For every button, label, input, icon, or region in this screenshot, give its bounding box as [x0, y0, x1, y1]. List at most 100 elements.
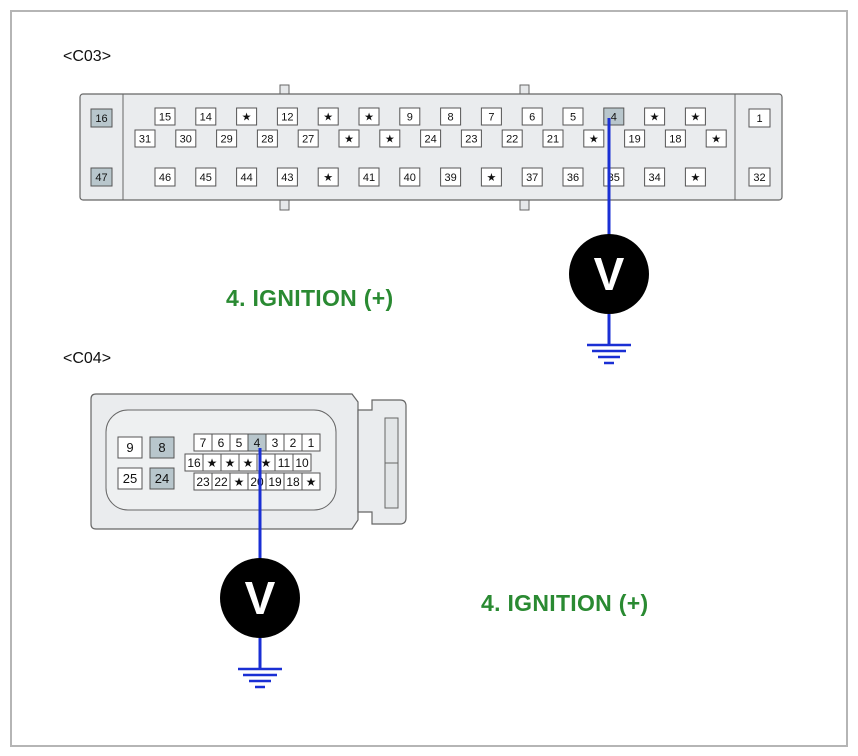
c03-pin-r1-9: 6	[521, 107, 543, 126]
c03-pin-r2-1: 30	[175, 129, 197, 148]
c03-pin-r2-2-label: 29	[220, 133, 232, 145]
c03-pin-r1-11-label: 4	[611, 111, 617, 123]
c04-voltmeter-icon	[220, 558, 300, 638]
c03-pin-r2-1-label: 30	[180, 133, 192, 145]
c04-pin-r3-3: 20	[247, 472, 267, 491]
c04-pin-r3-5: 18	[283, 472, 303, 491]
c03-pin-16-label: 16	[95, 113, 107, 125]
c03-pin-r1-6: 9	[399, 107, 421, 126]
c03-pin-r3-11: 35	[603, 167, 625, 187]
c04-pin-25-label: 25	[123, 471, 137, 486]
c04-pin-r3-5-label: 18	[286, 475, 300, 489]
c04-pin-25: 25	[117, 467, 143, 490]
c03-voltmeter-icon	[569, 234, 649, 314]
c03-pin-r3-10: 36	[562, 167, 584, 187]
c03-pin-r1-4-label: ★	[323, 111, 333, 123]
c03-pin-r2-10: 21	[542, 129, 564, 148]
c04-pin-r2-3: ★	[238, 453, 258, 472]
c03-pin-32: 32	[748, 167, 771, 187]
c04-pin-24-label: 24	[155, 471, 169, 486]
c03-pin-r1-8: 7	[480, 107, 502, 126]
c04-pin-r1-0-label: 7	[200, 436, 207, 450]
c04-pin-r2-6-label: 10	[295, 456, 309, 470]
c04-pin-r1-4: 3	[265, 433, 285, 452]
c03-pin-r3-6: 40	[399, 167, 421, 187]
c03-pin-r2-14-label: ★	[711, 133, 721, 145]
c03-pin-r2-5: ★	[338, 129, 360, 148]
c03-pin-r1-11: 4	[603, 107, 625, 126]
c03-pin-r2-0-label: 31	[139, 133, 151, 145]
c03-pin-r3-4-label: ★	[323, 172, 333, 184]
c04-pin-r2-4-label: ★	[261, 456, 272, 470]
c03-pin-r3-3: 43	[276, 167, 298, 187]
c04-pin-r1-1: 6	[211, 433, 231, 452]
c03-pin-r2-11: ★	[583, 129, 605, 148]
c03-ground-icon	[587, 343, 631, 365]
c03-pin-r1-7-label: 8	[448, 111, 454, 123]
c03-voltmeter-symbol: V	[594, 248, 625, 300]
c03-pin-r1-9-label: 6	[529, 111, 535, 123]
c03-pin-r1-5-label: ★	[364, 111, 374, 123]
c03-pin-1: 1	[748, 108, 771, 128]
c03-pin-r2-8: 23	[460, 129, 482, 148]
c03-pin-r3-0: 46	[154, 167, 176, 187]
c04-pin-r2-1-label: ★	[207, 456, 218, 470]
c03-pin-r2-3: 28	[256, 129, 278, 148]
c04-pin-r1-5-label: 2	[290, 436, 297, 450]
c04-pin-r1-2-label: 5	[236, 436, 243, 450]
c04-pin-r1-5: 2	[283, 433, 303, 452]
c04-pin-r2-0: 16	[184, 453, 204, 472]
c04-connector-label: <C04>	[63, 350, 112, 367]
c03-pin-1-label: 1	[756, 113, 762, 125]
c04-pin-24: 24	[149, 467, 175, 490]
c04-pin-r3-4-label: 19	[268, 475, 282, 489]
c03-pin-r3-6-label: 40	[404, 172, 416, 184]
c03-pin-r1-4: ★	[317, 107, 339, 126]
c04-pin-r1-3: 4	[247, 433, 267, 452]
c03-caption: 4. IGNITION (+)	[226, 285, 394, 311]
c03-pin-r2-11-label: ★	[589, 133, 599, 145]
c03-pin-r3-9-label: 37	[526, 172, 538, 184]
c03-pin-r1-13-label: ★	[690, 111, 700, 123]
c03-pin-r1-0: 15	[154, 107, 176, 126]
c04-pin-r1-2: 5	[229, 433, 249, 452]
c04-voltmeter-symbol: V	[245, 572, 276, 624]
c03-latch-bottom-right	[519, 199, 530, 211]
c04-ground-icon	[238, 667, 282, 689]
c04-pin-r3-1: 22	[211, 472, 231, 491]
c03-pin-r3-2: 44	[236, 167, 258, 187]
c03-pin-r2-6-label: ★	[385, 133, 395, 145]
c04-pin-r2-3-label: ★	[243, 456, 254, 470]
c03-pin-r3-12-label: 34	[648, 172, 660, 184]
c03-pin-r2-0: 31	[134, 129, 156, 148]
c03-pin-16: 16	[90, 108, 113, 128]
c03-pin-r1-3-label: 12	[281, 111, 293, 123]
c03-pin-r2-12: 19	[624, 129, 646, 148]
c03-pin-r2-9-label: 22	[506, 133, 518, 145]
c03-pin-r3-0-label: 46	[159, 172, 171, 184]
c04-pin-r1-4-label: 3	[272, 436, 279, 450]
c03-pin-r1-6-label: 9	[407, 111, 413, 123]
c04-pin-r3-2-label: ★	[234, 475, 245, 489]
c03-pin-r3-3-label: 43	[281, 172, 293, 184]
c03-pin-r3-1: 45	[195, 167, 217, 187]
c03-pin-r1-2-label: ★	[242, 111, 252, 123]
c03-pin-r2-4: 27	[297, 129, 319, 148]
c04-pin-r2-5: 11	[274, 453, 294, 472]
c03-pin-r1-5: ★	[358, 107, 380, 126]
c04-pin-r1-0: 7	[193, 433, 213, 452]
c04-pin-r2-2-label: ★	[225, 456, 236, 470]
c03-pin-r1-2: ★	[236, 107, 258, 126]
c03-pin-47: 47	[90, 167, 113, 187]
c03-pin-r3-12: 34	[644, 167, 666, 187]
c03-pin-r3-8: ★	[480, 167, 502, 187]
c04-pin-8: 8	[149, 436, 175, 459]
c04-pin-r2-1: ★	[202, 453, 222, 472]
c03-pin-r2-13: 18	[664, 129, 686, 148]
c03-pin-r3-5-label: 41	[363, 172, 375, 184]
c04-pin-r3-6: ★	[301, 472, 321, 491]
